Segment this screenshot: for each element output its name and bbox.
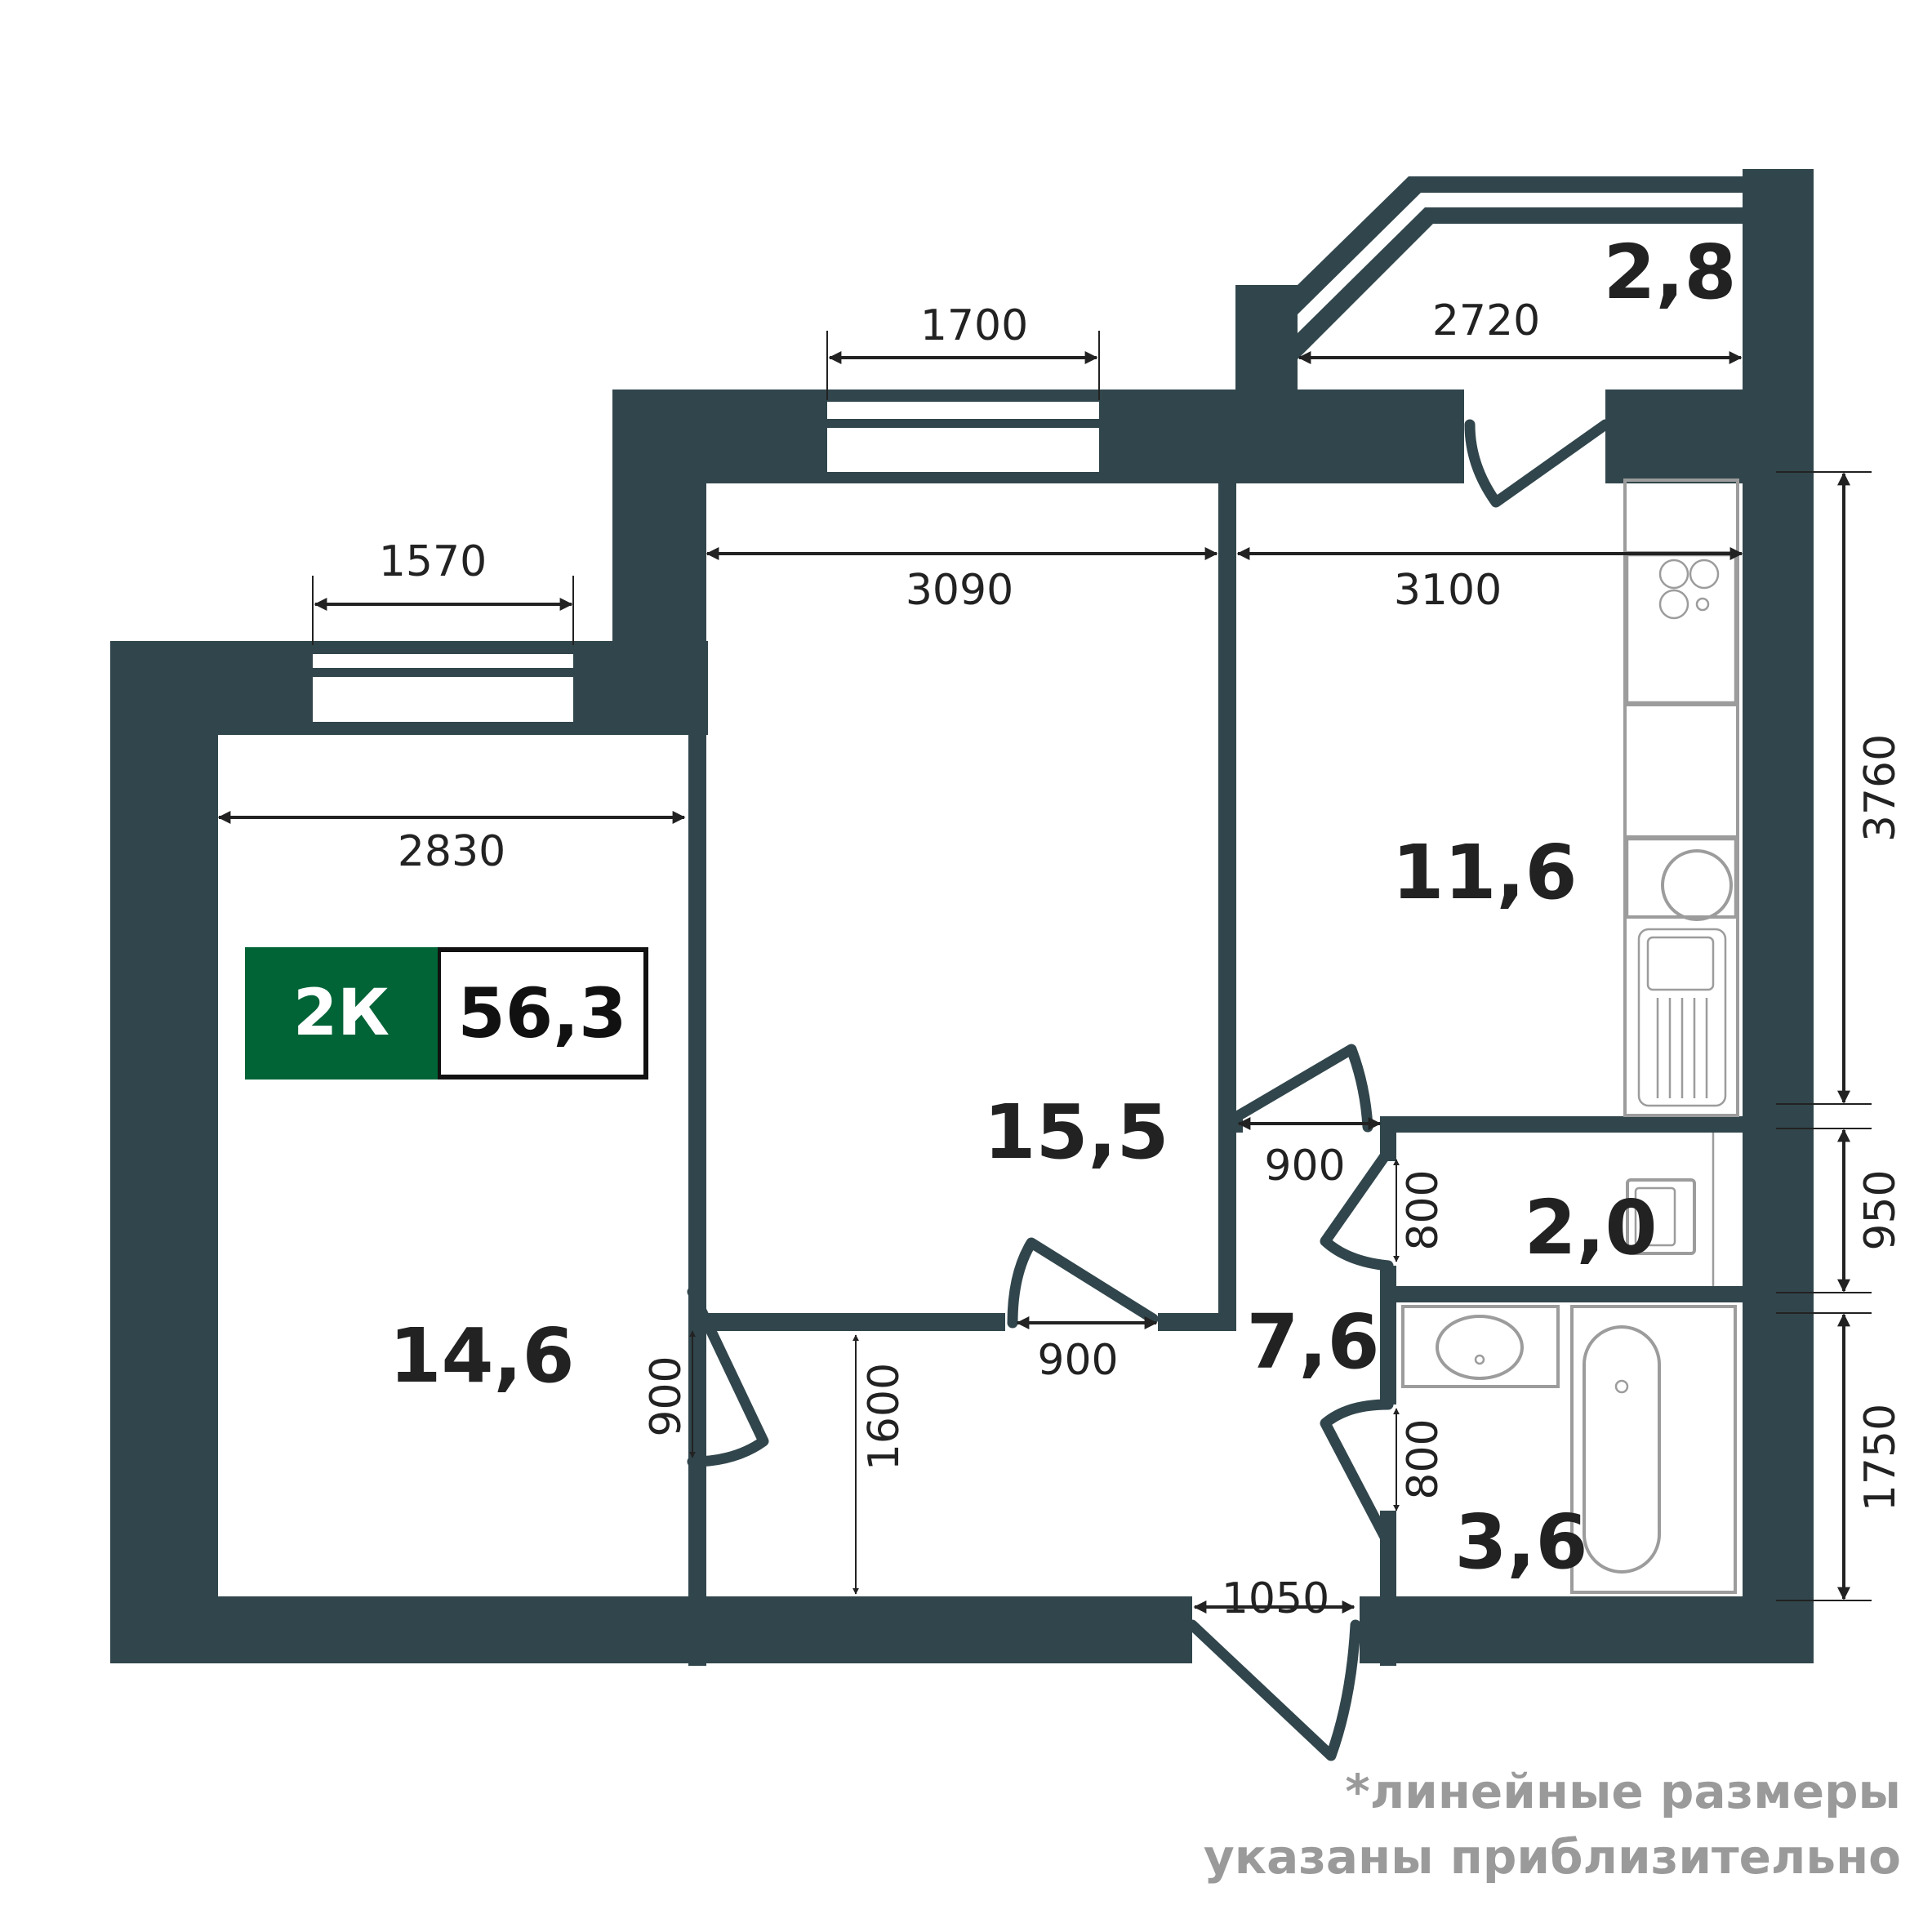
area-living-room: 15,5 <box>984 1088 1169 1176</box>
dim-hall-depth: 1600 <box>860 1363 909 1471</box>
door-entrance <box>1186 1619 1361 1761</box>
wall-bottom-left <box>110 1596 1192 1663</box>
dim-toilet-depth: 950 <box>1856 1169 1905 1250</box>
room-areas: 14,6 15,5 11,6 2,8 2,0 7,6 3,6 <box>390 229 1737 1586</box>
dim-window-left: 1570 <box>379 537 487 586</box>
apartment-total-area: 56,3 <box>438 947 648 1080</box>
dim-balcony-width: 2720 <box>1432 296 1540 345</box>
washer-icon <box>1661 849 1733 921</box>
wall-right-outer <box>1743 169 1814 1663</box>
wall-bedroom-top-left <box>110 641 313 735</box>
area-hallway: 7,6 <box>1247 1298 1380 1386</box>
footnote-line-2: указаны приблизительно <box>1203 1829 1901 1885</box>
door-kitchen <box>1219 1044 1373 1133</box>
area-bathroom: 3,6 <box>1455 1498 1588 1586</box>
dim-living-width: 3090 <box>906 566 1013 615</box>
washbasin-icon <box>1401 1305 1560 1388</box>
dim-door-living: 900 <box>1037 1336 1118 1385</box>
dim-kitchen-depth: 3760 <box>1856 734 1905 842</box>
dimension-lines <box>217 331 1872 1614</box>
bathroom-fixtures <box>1401 1305 1737 1594</box>
wall-left-outer <box>110 641 218 1662</box>
area-toilet: 2,0 <box>1525 1184 1658 1271</box>
kitchen-fixtures <box>1623 479 1739 1117</box>
dim-door-bathroom: 800 <box>1399 1418 1448 1499</box>
dim-door-entrance: 1050 <box>1222 1574 1329 1623</box>
toilet-fixtures <box>1626 1133 1715 1286</box>
dim-kitchen-width: 3100 <box>1394 566 1502 615</box>
dim-door-bedroom: 900 <box>642 1356 691 1436</box>
dimension-labels: 1570 2830 1700 3090 2720 3100 900 900 10… <box>379 296 1905 1623</box>
dim-bathroom-depth: 1750 <box>1856 1404 1905 1511</box>
wall-bottom-right <box>1360 1596 1814 1663</box>
door-living <box>1007 1237 1159 1329</box>
area-bedroom: 14,6 <box>390 1312 575 1400</box>
door-toilet <box>1320 1146 1394 1271</box>
dim-window-middle: 1700 <box>920 301 1028 350</box>
apartment-badge: 2К 56,3 <box>245 947 648 1080</box>
dim-door-kitchen: 900 <box>1264 1142 1345 1191</box>
walls <box>110 169 1814 1666</box>
doors <box>687 419 1611 1761</box>
area-balcony: 2,8 <box>1604 229 1737 316</box>
dim-bedroom-width: 2830 <box>398 827 505 876</box>
sink-icon <box>1637 928 1727 1107</box>
footnote-line-1: *линейные размеры <box>1345 1764 1901 1819</box>
bathtub-icon <box>1570 1305 1737 1594</box>
wall-bedroom-living <box>688 735 706 1666</box>
burner-icon <box>1658 559 1689 590</box>
toilet-bowl-icon <box>1626 1178 1696 1255</box>
dim-door-toilet: 800 <box>1399 1169 1448 1250</box>
door-bathroom <box>1320 1399 1394 1549</box>
door-balcony <box>1464 419 1611 508</box>
apartment-type-label: 2К <box>245 947 438 1080</box>
door-bedroom <box>687 1286 769 1467</box>
area-kitchen: 11,6 <box>1392 829 1578 916</box>
